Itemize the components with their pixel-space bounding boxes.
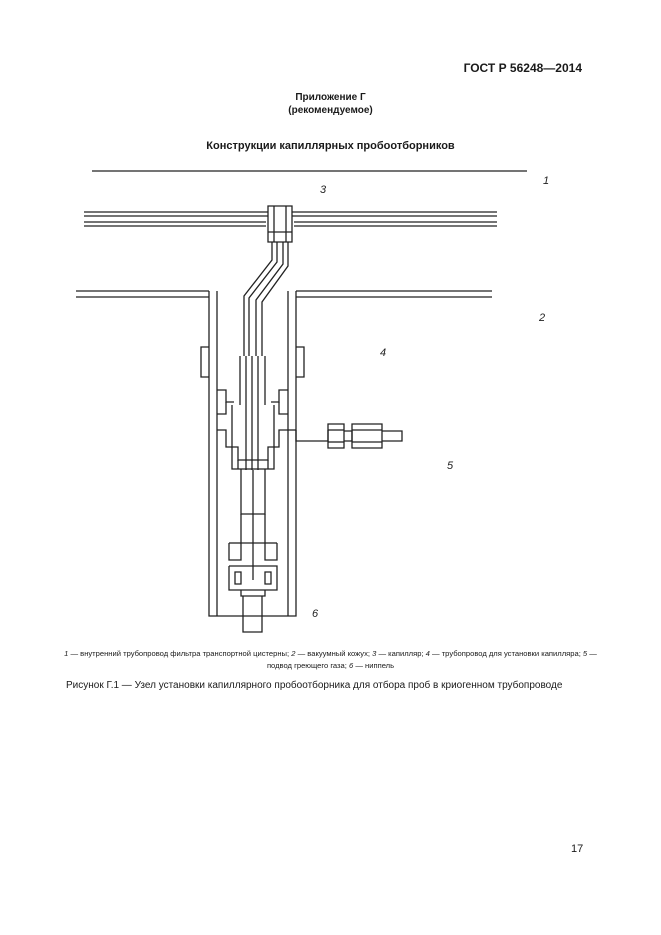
appendix-heading: Приложение Г (рекомендуемое) [0, 91, 661, 117]
appendix-title: Приложение Г [295, 92, 366, 103]
legend-text-2: — вакуумный кожух; [295, 649, 373, 658]
nipple [242, 596, 263, 633]
legend-num-2: 2 [291, 649, 296, 658]
callout-2: 2 [538, 312, 545, 324]
standard-number: ГОСТ Р 56248—2014 [463, 61, 582, 75]
legend-text-1: — внутренний трубопровод фильтра транспо… [68, 649, 292, 658]
side-nut-left [327, 423, 345, 449]
callout-1: 1 [543, 175, 549, 187]
legend-text-6: — ниппель [353, 661, 395, 670]
callout-4: 4 [380, 347, 386, 359]
gas-supply-pipe [382, 430, 403, 442]
legend-num-5: 5 [582, 649, 588, 658]
side-nut-right [351, 423, 383, 449]
legend-text-4: — трубопровод для установки капилляра; [429, 649, 583, 658]
callout-5: 5 [447, 460, 454, 472]
section-title: Конструкции капиллярных пробоотборников [206, 140, 455, 152]
callout-3: 3 [320, 184, 327, 196]
figure-legend: 1 — внутренний трубопровод фильтра транс… [60, 648, 601, 672]
legend-text-3: — капилляр; [376, 649, 426, 658]
callout-6: 6 [312, 608, 319, 620]
legend-num-6: 6 [348, 661, 354, 670]
page-number: 17 [571, 843, 584, 855]
legend-text-5: — подвод греющего газа; [266, 649, 597, 670]
appendix-subtitle: (рекомендуемое) [288, 105, 373, 116]
legend-num-1: 1 [64, 649, 69, 658]
legend-num-4: 4 [425, 649, 430, 658]
legend-num-3: 3 [372, 649, 377, 658]
figure-caption: Рисунок Г.1 — Узел установки капиллярног… [66, 680, 563, 691]
